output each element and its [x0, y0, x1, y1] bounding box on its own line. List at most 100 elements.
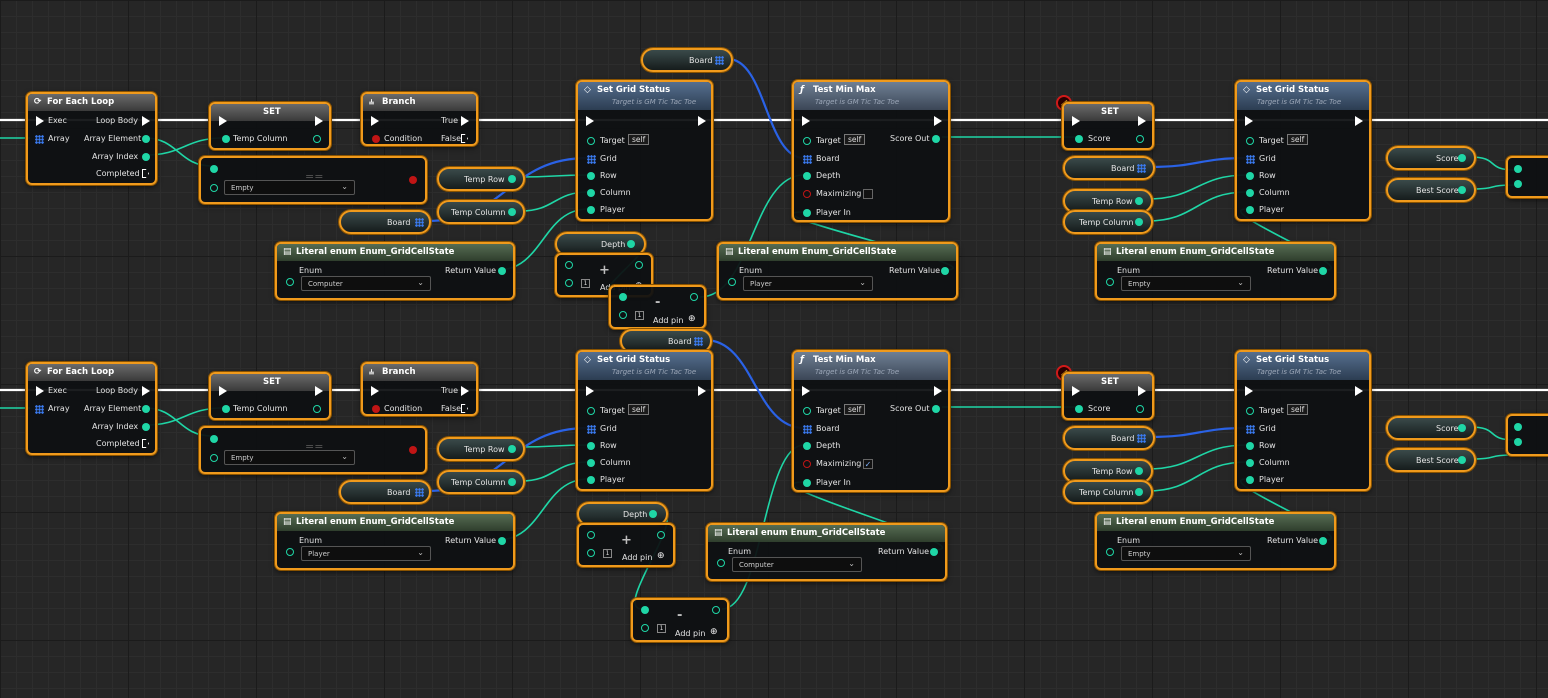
board-out-pin[interactable] [1137, 164, 1146, 173]
board-variable[interactable]: Board [1063, 426, 1155, 450]
enum-in-pin[interactable] [286, 278, 294, 286]
a-pin[interactable] [587, 531, 595, 539]
bool-out-pin[interactable] [409, 446, 417, 454]
enum-dropdown[interactable]: Player⌄ [301, 546, 431, 561]
player-in-pin[interactable] [803, 479, 811, 487]
exec-in-pin[interactable] [36, 386, 44, 396]
target-pin[interactable] [1246, 137, 1254, 145]
plus-circle-icon[interactable]: ⊕ [710, 627, 718, 637]
target-pin[interactable] [587, 407, 595, 415]
temp-column-variable[interactable]: Temp Column [437, 470, 525, 494]
b-value-box[interactable]: 1 [635, 311, 644, 320]
depth-pin[interactable] [803, 172, 811, 180]
exec-out-pin[interactable] [934, 386, 942, 396]
temp-column-in-pin[interactable] [222, 135, 230, 143]
temp-row-out-pin[interactable] [1135, 467, 1143, 475]
b-pin[interactable] [565, 279, 573, 287]
exec-out-pin[interactable] [698, 386, 706, 396]
depth-pin[interactable] [803, 442, 811, 450]
test-min-max-node[interactable]: ƒ Test Min Max Target is GM Tic Tac Toe … [792, 350, 950, 492]
player-in-pin[interactable] [803, 209, 811, 217]
board-out-pin[interactable] [415, 488, 424, 497]
target-pin[interactable] [803, 407, 811, 415]
plus-circle-icon[interactable]: ⊕ [657, 551, 665, 561]
loop-body-pin[interactable] [142, 116, 150, 126]
a-pin[interactable] [1514, 165, 1522, 173]
literal-enum-node[interactable]: ▤ Literal enum Enum_GridCellState Enum E… [1095, 512, 1336, 570]
set-grid-status-node[interactable]: ◇ Set Grid Status Target is GM Tic Tac T… [576, 80, 713, 221]
column-pin[interactable] [1246, 189, 1254, 197]
exec-in-pin[interactable] [36, 116, 44, 126]
a-pin[interactable] [565, 261, 573, 269]
exec-in-pin[interactable] [1245, 386, 1253, 396]
b-pin[interactable] [1514, 438, 1522, 446]
compare-node[interactable] [1506, 414, 1548, 456]
board-out-pin[interactable] [415, 218, 424, 227]
array-pin[interactable] [35, 405, 44, 414]
grid-pin[interactable] [1246, 425, 1255, 434]
equal-enum-node[interactable]: == Empty⌄ [199, 426, 427, 474]
exec-in-pin[interactable] [802, 386, 810, 396]
depth-variable[interactable]: Depth [555, 232, 646, 256]
target-pin[interactable] [803, 137, 811, 145]
array-element-pin[interactable] [142, 405, 150, 413]
enum-a-pin[interactable] [210, 435, 218, 443]
enum-dropdown[interactable]: Computer⌄ [301, 276, 431, 291]
enum-dropdown[interactable]: Empty⌄ [1121, 276, 1251, 291]
board-pin[interactable] [803, 425, 812, 434]
exec-out-pin[interactable] [1138, 386, 1146, 396]
result-pin[interactable] [712, 606, 720, 614]
board-variable[interactable]: Board [641, 48, 733, 72]
board-variable[interactable]: Board [339, 480, 431, 504]
best-score-variable[interactable]: Best Score [1386, 448, 1476, 472]
compare-node[interactable] [1506, 156, 1548, 198]
literal-enum-node[interactable]: ▤ Literal enum Enum_GridCellState Enum E… [1095, 242, 1336, 300]
enum-dropdown[interactable]: Player⌄ [743, 276, 873, 291]
exec-in-pin[interactable] [1245, 116, 1253, 126]
player-pin[interactable] [1246, 476, 1254, 484]
exec-in-pin[interactable] [1072, 386, 1080, 396]
enum-b-pin[interactable] [210, 454, 218, 462]
temp-row-out-pin[interactable] [508, 445, 516, 453]
result-pin[interactable] [635, 261, 643, 269]
enum-b-dropdown[interactable]: Empty⌄ [224, 180, 355, 195]
literal-enum-node[interactable]: ▤ Literal enum Enum_GridCellState Enum C… [706, 523, 947, 581]
exec-out-pin[interactable] [315, 386, 323, 396]
enum-dropdown[interactable]: Computer⌄ [732, 557, 862, 572]
depth-out-pin[interactable] [649, 510, 657, 518]
exec-in-pin[interactable] [1072, 116, 1080, 126]
enum-in-pin[interactable] [717, 559, 725, 567]
grid-pin[interactable] [587, 425, 596, 434]
enum-in-pin[interactable] [1106, 278, 1114, 286]
array-pin[interactable] [35, 135, 44, 144]
temp-row-out-pin[interactable] [508, 175, 516, 183]
for-each-loop-node[interactable]: ⟳ For Each Loop Exec Array Loop Body Arr… [26, 92, 157, 185]
b-value-box[interactable]: 1 [603, 549, 612, 558]
score-variable[interactable]: Score [1386, 416, 1476, 440]
best-score-out-pin[interactable] [1458, 186, 1466, 194]
temp-column-out-pin[interactable] [1135, 218, 1143, 226]
exec-out-pin[interactable] [1355, 386, 1363, 396]
false-pin[interactable] [461, 134, 468, 143]
exec-in-pin[interactable] [219, 386, 227, 396]
enum-in-pin[interactable] [286, 548, 294, 556]
temp-column-out-pin[interactable] [508, 208, 516, 216]
score-variable[interactable]: Score [1386, 146, 1476, 170]
player-pin[interactable] [1246, 206, 1254, 214]
for-each-loop-node[interactable]: ⟳ For Each Loop Exec Array Loop Body Arr… [26, 362, 157, 455]
maximizing-pin[interactable] [803, 190, 811, 198]
score-out-pin[interactable] [1136, 135, 1144, 143]
true-pin[interactable] [461, 116, 469, 126]
false-pin[interactable] [461, 404, 468, 413]
test-min-max-node[interactable]: ƒ Test Min Max Target is GM Tic Tac Toe … [792, 80, 950, 222]
player-pin[interactable] [587, 206, 595, 214]
exec-out-pin[interactable] [1355, 116, 1363, 126]
row-pin[interactable] [587, 172, 595, 180]
condition-pin[interactable] [372, 405, 380, 413]
b-pin[interactable] [641, 624, 649, 632]
score-out-pin[interactable] [1458, 424, 1466, 432]
board-out-pin[interactable] [694, 337, 703, 346]
enum-b-pin[interactable] [210, 184, 218, 192]
row-pin[interactable] [1246, 442, 1254, 450]
board-pin[interactable] [803, 155, 812, 164]
